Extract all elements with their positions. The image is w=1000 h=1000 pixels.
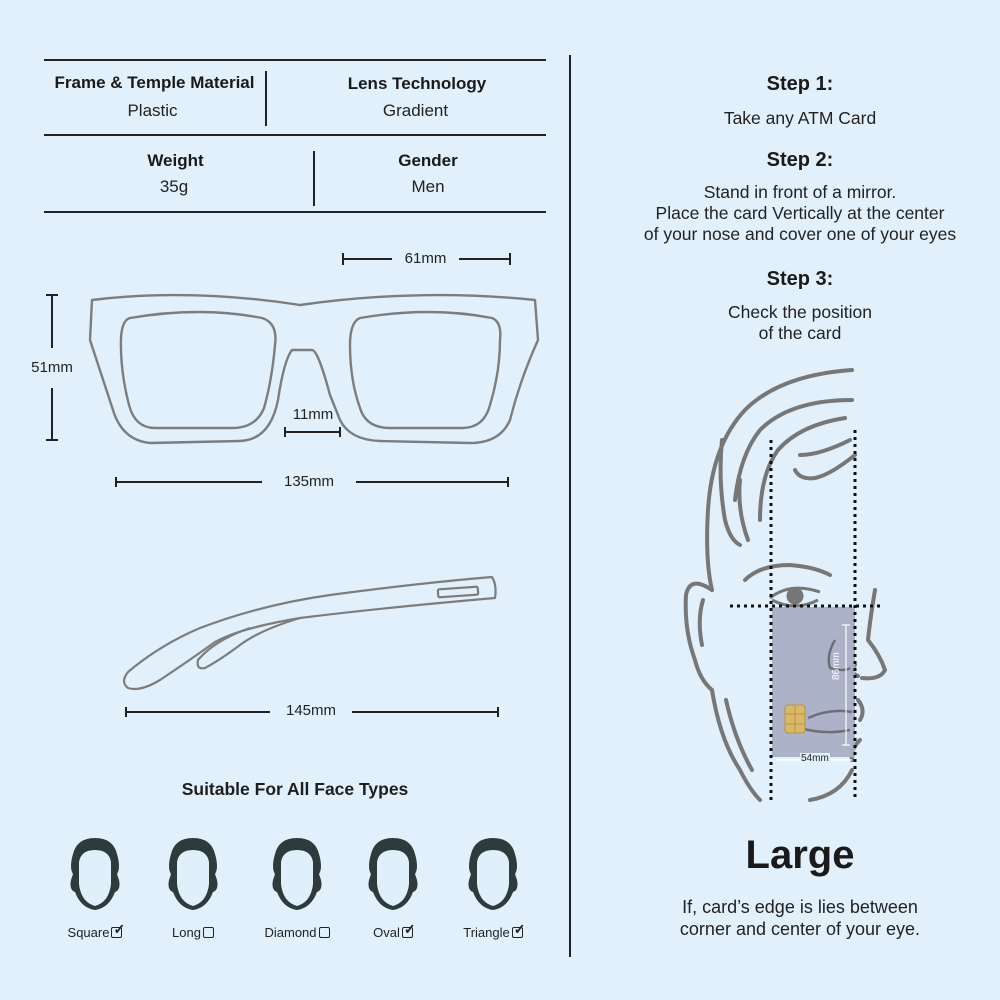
gender-label: Gender [398,151,458,170]
frame-material-value: Plastic [127,101,178,120]
lens-height-label: 51mm [31,359,73,376]
frame-material-label: Frame & Temple Material [54,73,255,92]
table-divider [44,211,546,213]
bridge-dimension-line [284,427,341,437]
step-2-line-2: Place the card Vertically at the center [655,203,945,223]
face-triangle-icon [468,838,518,910]
lens-width-dimension-line [342,253,511,265]
step-3-title: Step 3: [766,268,834,290]
empty-checkbox-icon [202,927,214,938]
weight-label: Weight [147,151,204,170]
table-divider [44,59,546,61]
face-type-name: Diamond [264,925,317,940]
face-long-icon [168,838,218,910]
face-type-label: Triangle✓ [453,921,533,940]
step-2-line-1: Stand in front of a mirror. [703,182,897,202]
frame-width-dimension-line [115,477,509,487]
step-1-line-1: Take any ATM Card [723,108,877,128]
face-type-name: Triangle [463,925,510,940]
checked-checkbox-icon: ✓ [111,921,126,938]
face-type-label: Long [153,925,233,940]
face-type-label: Diamond [257,925,337,940]
step-2-line-3: of your nose and cover one of your eyes [643,224,957,244]
checked-checkbox-icon: ✓ [511,921,526,938]
lens-technology-label: Lens Technology [347,74,487,93]
temple-length-dimension-line [125,707,499,717]
face-type-name: Oval [373,925,400,940]
lens-height-dimension-line [46,294,58,441]
card-width-label: 54mm [800,753,830,764]
temple-length-label: 145mm [285,702,337,719]
panel-divider [569,55,571,957]
frame-width-label: 135mm [283,473,335,490]
card-height-label: 86mm [831,652,842,680]
bridge-label: 11mm [292,406,334,423]
table-divider [44,134,546,136]
table-divider [313,151,315,206]
table-divider [265,71,267,126]
step-2-title: Step 2: [766,149,834,171]
empty-checkbox-icon [318,927,330,938]
face-type-name: Long [172,925,201,940]
lens-technology-value: Gradient [382,101,449,120]
result-line-1: If, card’s edge is lies between [682,897,918,917]
face-diamond-icon [272,838,322,910]
result-line-2: corner and center of your eye. [679,919,921,939]
checked-checkbox-icon: ✓ [401,921,416,938]
face-type-label: Square✓ [55,921,135,940]
head-measurement-illustration [683,368,887,802]
face-types-title: Suitable For All Face Types [181,779,409,799]
face-oval-icon [368,838,418,910]
temple-arm-icon [122,575,497,691]
face-type-label: Oval✓ [353,921,433,940]
face-square-icon [70,838,120,910]
step-3-line-2: of the card [758,323,842,343]
gender-value: Men [411,177,445,196]
weight-value: 35g [159,177,189,196]
glasses-front-icon [88,293,540,445]
lens-width-label: 61mm [404,250,447,267]
face-type-name: Square [67,925,110,940]
result-size: Large [745,833,855,877]
step-3-line-1: Check the position [728,302,872,322]
step-1-title: Step 1: [766,73,834,95]
